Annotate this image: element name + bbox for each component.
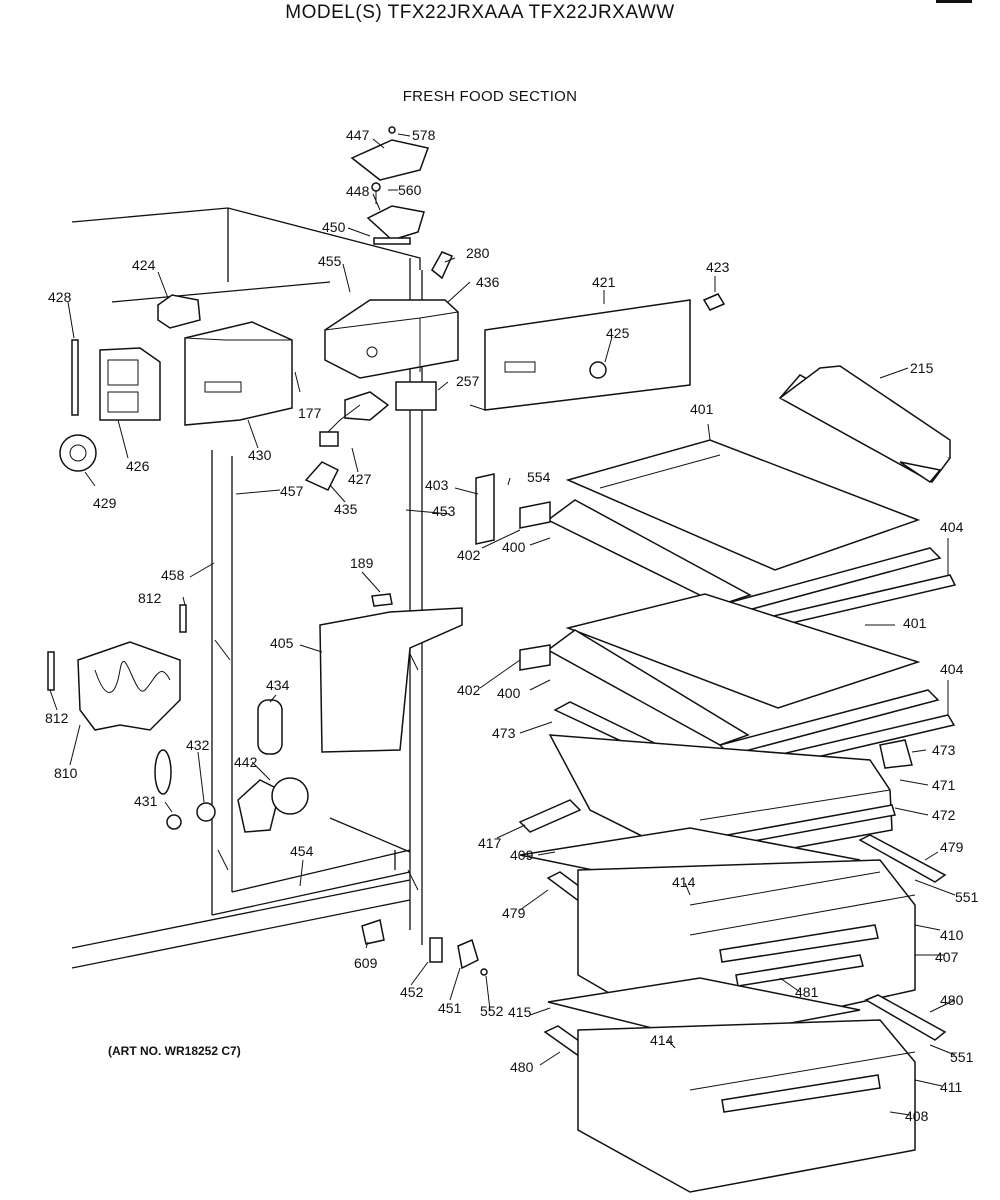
callout-428: 428 [48, 289, 72, 305]
callout-471: 471 [932, 777, 956, 793]
fan-housing [324, 299, 459, 379]
lower-drawer-assembly [543, 977, 947, 1193]
callout-404-upper: 404 [940, 519, 964, 535]
callout-560: 560 [398, 182, 422, 198]
callout-402-upper: 402 [457, 547, 481, 563]
callout-479-left: 479 [502, 905, 526, 921]
callout-432: 432 [186, 737, 210, 753]
callout-450: 450 [322, 219, 346, 235]
callout-551-upper: 551 [955, 889, 979, 905]
door-bin-215 [778, 365, 952, 483]
callout-452: 452 [400, 984, 424, 1000]
callout-426: 426 [126, 458, 150, 474]
callout-551-lower: 551 [950, 1049, 974, 1065]
callout-453: 453 [432, 503, 456, 519]
callout-442: 442 [234, 754, 258, 770]
callout-434: 434 [266, 677, 290, 693]
callout-473-left: 473 [492, 725, 516, 741]
callout-421: 421 [592, 274, 616, 290]
callout-414-upper: 414 [672, 874, 696, 890]
callout-472: 472 [932, 807, 956, 823]
callout-457: 457 [280, 483, 304, 499]
callout-labels: 447 578 448 560 450 280 424 455 436 421 … [45, 127, 979, 1124]
callout-427: 427 [348, 471, 372, 487]
callout-812-upper: 812 [138, 590, 162, 606]
callout-552: 552 [480, 1003, 504, 1019]
callout-400-lower: 400 [497, 685, 521, 701]
callout-177: 177 [298, 405, 322, 421]
control-panel-421 [469, 293, 726, 411]
upper-shelf-assembly [475, 439, 957, 629]
callout-458: 458 [161, 567, 185, 583]
callout-400-upper: 400 [502, 539, 526, 555]
callout-414-lower: 414 [650, 1032, 674, 1048]
wiring-and-timer [304, 381, 437, 491]
callout-410: 410 [940, 927, 964, 943]
callout-407: 407 [935, 949, 959, 965]
callout-409: 409 [510, 847, 534, 863]
callout-448: 448 [346, 183, 370, 199]
callout-812-lower: 812 [45, 710, 69, 726]
callout-424: 424 [132, 257, 156, 273]
callout-455: 455 [318, 253, 342, 269]
lower-left-parts [47, 593, 488, 976]
callout-405: 405 [270, 635, 294, 651]
callout-431: 431 [134, 793, 158, 809]
corner-mark [936, 0, 972, 3]
callout-401-upper: 401 [690, 401, 714, 417]
callout-403: 403 [425, 477, 449, 493]
callout-402-lower: 402 [457, 682, 481, 698]
callout-435: 435 [334, 501, 358, 517]
callout-481: 481 [795, 984, 819, 1000]
control-bracket [157, 294, 293, 426]
crisper-cover-and-drawer [518, 701, 913, 866]
callout-404-lower: 404 [940, 661, 964, 677]
left-small-parts [59, 339, 161, 472]
top-cover-parts [350, 126, 454, 280]
callout-280: 280 [466, 245, 490, 261]
callout-411: 411 [940, 1079, 963, 1095]
callout-415: 415 [508, 1004, 532, 1020]
callout-189: 189 [350, 555, 374, 571]
leader-lines [49, 133, 956, 1116]
callout-454: 454 [290, 843, 314, 859]
callout-810: 810 [54, 765, 78, 781]
callout-479-right: 479 [940, 839, 964, 855]
callout-609: 609 [354, 955, 378, 971]
callout-401-lower: 401 [903, 615, 927, 631]
callout-430: 430 [248, 447, 272, 463]
callout-408: 408 [905, 1108, 929, 1124]
callout-578: 578 [412, 127, 436, 143]
callout-423: 423 [706, 259, 730, 275]
callout-447: 447 [346, 127, 370, 143]
callout-215: 215 [910, 360, 934, 376]
callout-429: 429 [93, 495, 117, 511]
diagram-model-title: MODEL(S) TFX22JRXAAA TFX22JRXAWW [285, 2, 675, 23]
art-number: (ART NO. WR18252 C7) [108, 1044, 241, 1058]
callout-451: 451 [438, 1000, 462, 1016]
section-title: FRESH FOOD SECTION [402, 88, 578, 105]
callout-425: 425 [606, 325, 630, 341]
callout-480-left: 480 [510, 1059, 534, 1075]
callout-554: 554 [527, 469, 551, 485]
callout-473-right: 473 [932, 742, 956, 758]
callout-257: 257 [456, 373, 480, 389]
callout-417: 417 [478, 835, 502, 851]
callout-436: 436 [476, 274, 500, 290]
callout-480-right: 480 [940, 992, 964, 1008]
